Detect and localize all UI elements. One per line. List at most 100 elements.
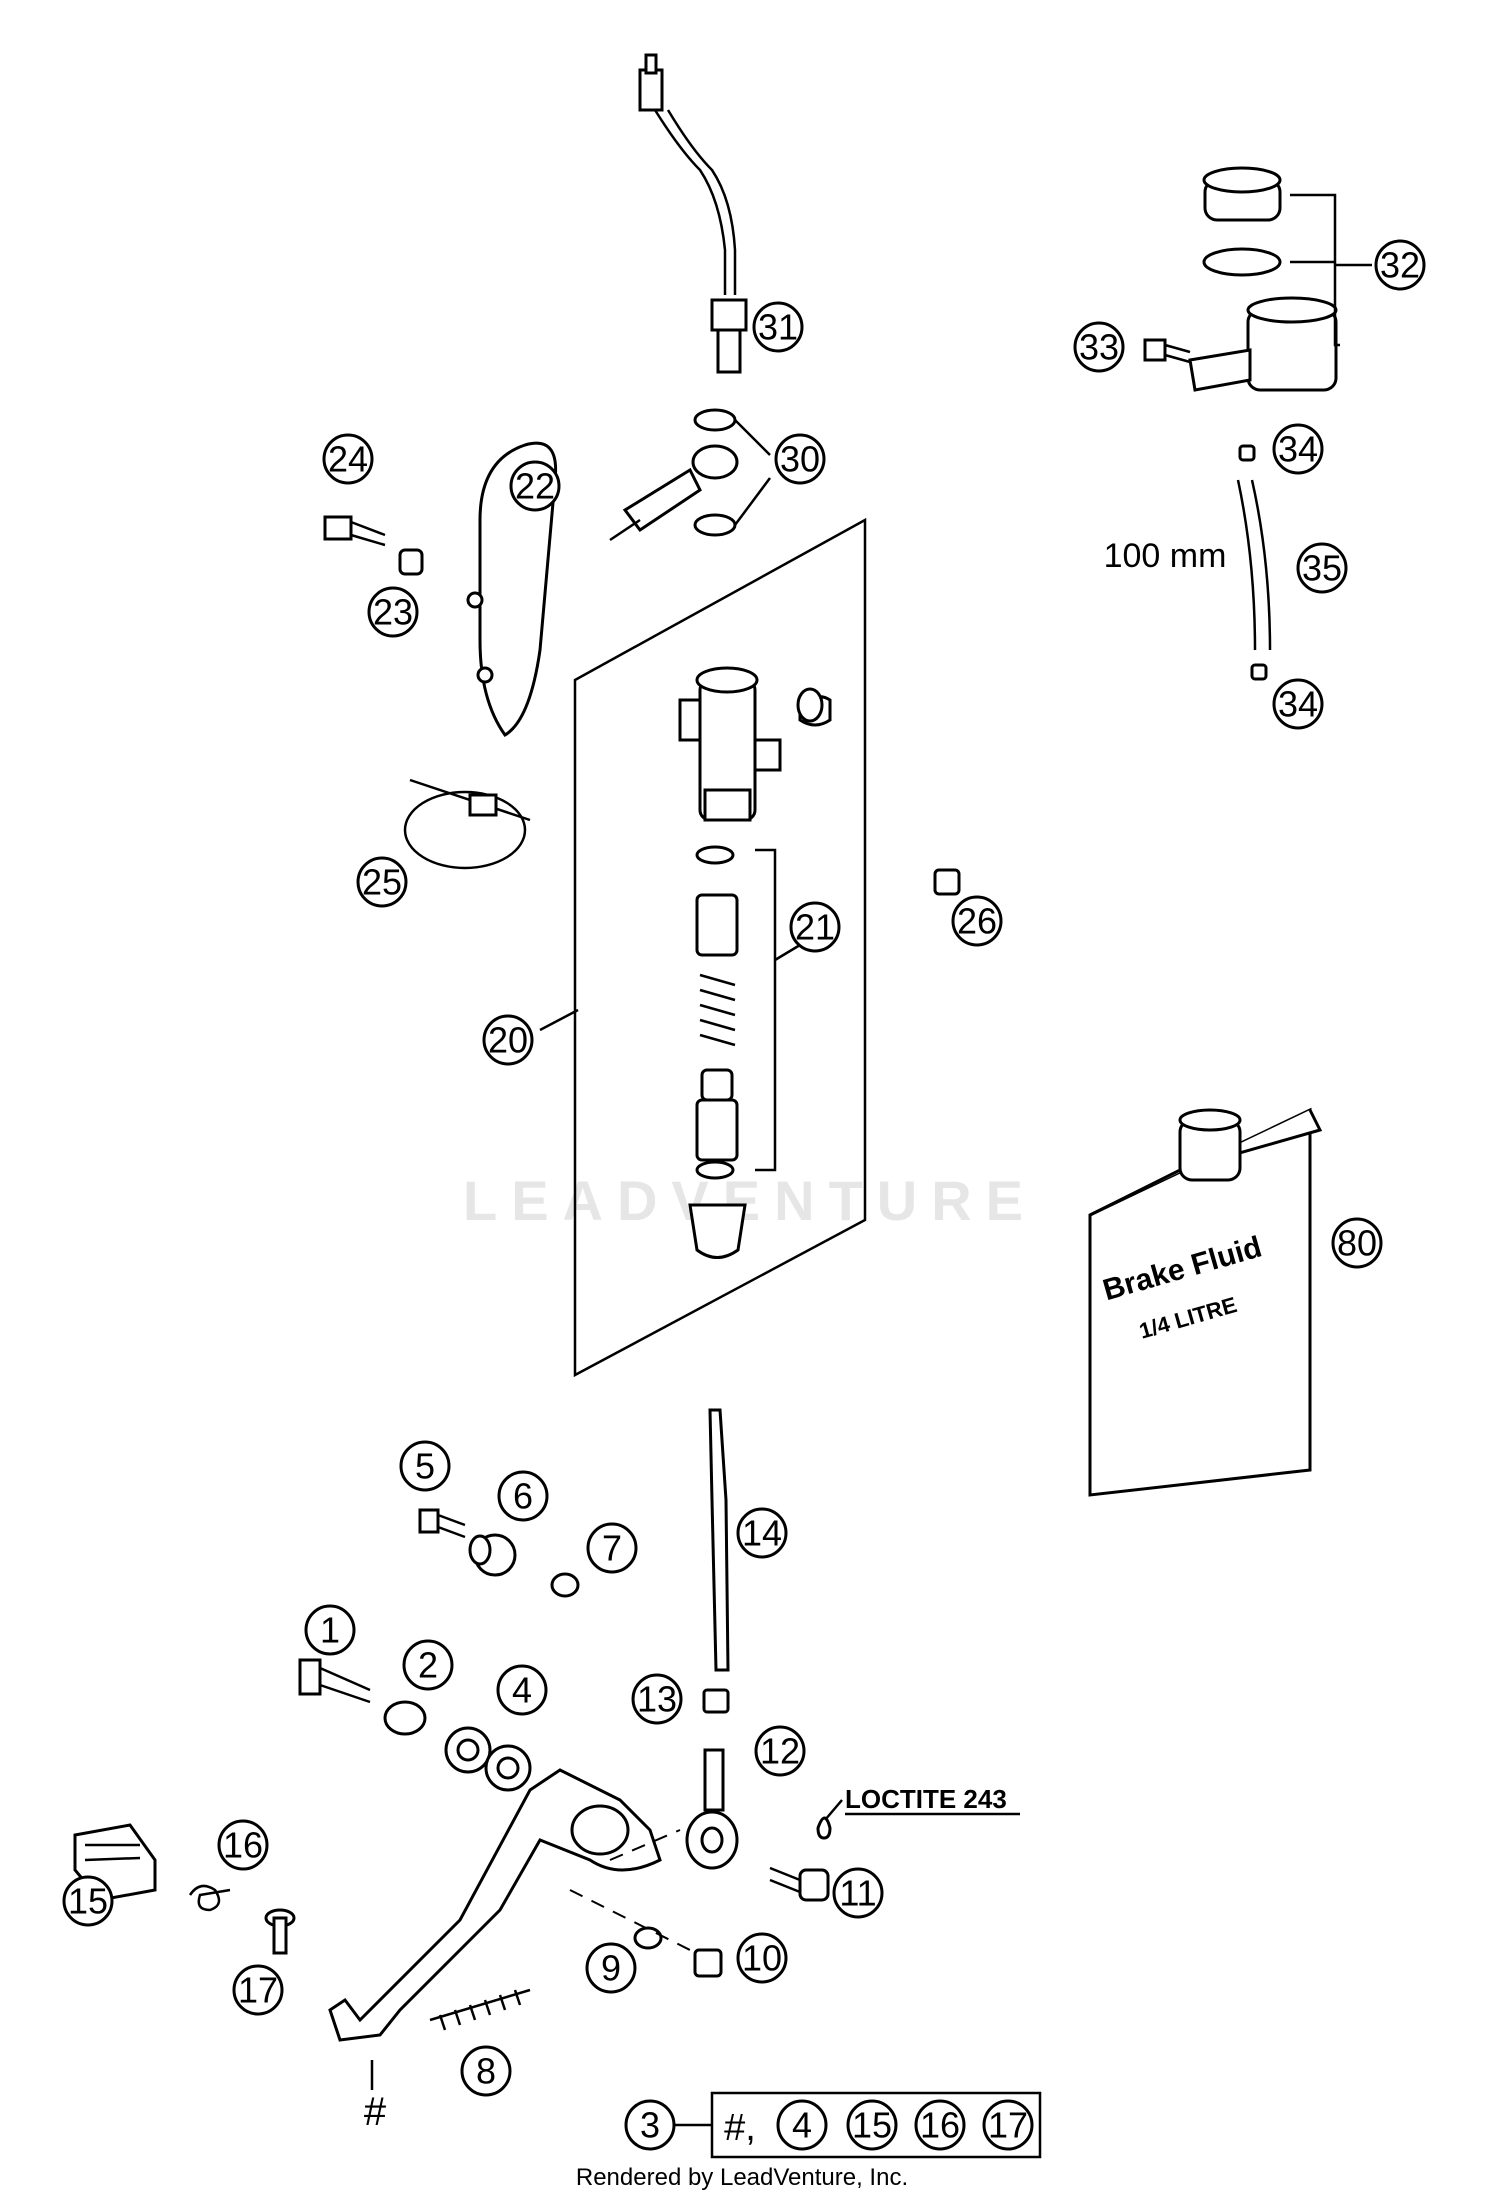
torsion-spring [188,1884,231,1912]
kit-item-17: 17 [982,2099,1034,2151]
callout-22: 22 [509,460,561,512]
svg-text:13: 13 [637,1679,677,1720]
callout-3: 3 [624,2099,676,2151]
washer-9 [633,1926,663,1950]
nut-13 [702,1688,730,1714]
hose-length-label: 100 mm [1104,537,1227,575]
master-cylinder-frame [539,517,867,1378]
svg-text:4: 4 [512,1670,532,1711]
svg-text:24: 24 [328,439,368,480]
callout-24: 24 [322,433,374,485]
master-cylinder-body [678,666,832,822]
svg-text:15: 15 [68,1881,108,1922]
callout-9: 9 [585,1942,637,1994]
callout-4: 4 [496,1664,548,1716]
callout-2: 2 [402,1639,454,1691]
svg-text:17: 17 [238,1970,278,2011]
cover-nut [398,548,424,576]
nut-10 [693,1948,723,1978]
svg-text:26: 26 [957,901,997,942]
callout-17: 17 [232,1964,284,2016]
hose-clamp-top [1238,444,1256,462]
hose-clamp-bottom [1250,663,1268,681]
reservoir-hose [1236,479,1272,651]
cover-screw [323,515,386,547]
svg-text:17: 17 [988,2105,1028,2146]
svg-text:16: 16 [920,2105,960,2146]
screw-11 [769,1866,830,1902]
callout-1: 1 [304,1604,356,1656]
callout-5: 5 [399,1440,451,1492]
brake-fluid-bottle [1088,1107,1323,1497]
callout-33: 33 [1073,321,1125,373]
svg-text:8: 8 [476,2051,496,2092]
svg-text:9: 9 [601,1948,621,1989]
svg-text:20: 20 [488,1020,528,1061]
callout-15: 15 [62,1875,114,1927]
footer-credit: Rendered by LeadVenture, Inc. [576,2164,908,2191]
callout-8: 8 [460,2045,512,2097]
brake-pedal [328,1768,662,2090]
loctite-drop [816,1799,843,1840]
push-rod [708,1408,730,1672]
reservoir-screw [1143,338,1191,364]
svg-text:2: 2 [418,1645,438,1686]
svg-text:5: 5 [415,1446,435,1487]
svg-text:22: 22 [515,466,555,507]
loctite-label: LOCTITE 243 [845,1784,1007,1814]
kit-prefix: #, [724,2107,756,2149]
banjo-fitting [609,408,772,542]
svg-text:4: 4 [792,2105,812,2146]
callout-7: 7 [586,1522,638,1574]
callout-25: 25 [356,856,408,908]
cable-tie [403,778,531,870]
retaining-clip [933,868,961,896]
callout-6: 6 [497,1470,549,1522]
brake-reservoir [1188,166,1372,392]
svg-text:31: 31 [758,307,798,348]
callout-11: 11 [832,1867,884,1919]
watermark: LEADVENTURE [463,1169,1037,1232]
svg-text:34: 34 [1278,684,1318,725]
brake-light-switch [638,53,748,374]
pedal-stop-screw [418,1508,466,1539]
svg-text:6: 6 [513,1476,533,1517]
callout-32: 32 [1374,239,1426,291]
svg-text:14: 14 [742,1513,782,1554]
svg-text:34: 34 [1278,429,1318,470]
callout-16: 16 [217,1819,269,1871]
washer-7 [550,1572,580,1598]
svg-text:25: 25 [362,862,402,903]
callout-20: 20 [482,1014,534,1066]
bearings [444,1726,532,1792]
callout-34-top: 34 [1272,423,1324,475]
svg-text:11: 11 [839,1873,876,1914]
svg-text:33: 33 [1079,327,1119,368]
svg-text:23: 23 [373,592,413,633]
callout-31: 31 [752,301,804,353]
svg-text:1: 1 [320,1610,340,1651]
pedal-washer [383,1700,427,1736]
svg-text:80: 80 [1337,1223,1377,1264]
callout-13: 13 [631,1673,683,1725]
hash-mark: # [364,2090,387,2134]
svg-text:10: 10 [742,1938,782,1979]
svg-text:21: 21 [795,907,835,948]
callout-23: 23 [367,586,419,638]
kit-item-4: 4 [776,2099,828,2151]
return-spring [429,1988,531,2031]
svg-text:15: 15 [852,2105,892,2146]
master-cylinder-cover [466,441,558,738]
svg-text:35: 35 [1302,548,1342,589]
callout-21: 21 [789,901,841,953]
pedal-bolt [298,1658,371,1704]
callout-14: 14 [736,1507,788,1559]
callout-26: 26 [951,895,1003,947]
callout-34-bottom: 34 [1272,678,1324,730]
svg-text:12: 12 [760,1731,800,1772]
callout-12: 12 [754,1725,806,1777]
kit-item-16: 16 [914,2099,966,2151]
bushing [468,1533,517,1577]
callout-35: 35 [1296,542,1348,594]
